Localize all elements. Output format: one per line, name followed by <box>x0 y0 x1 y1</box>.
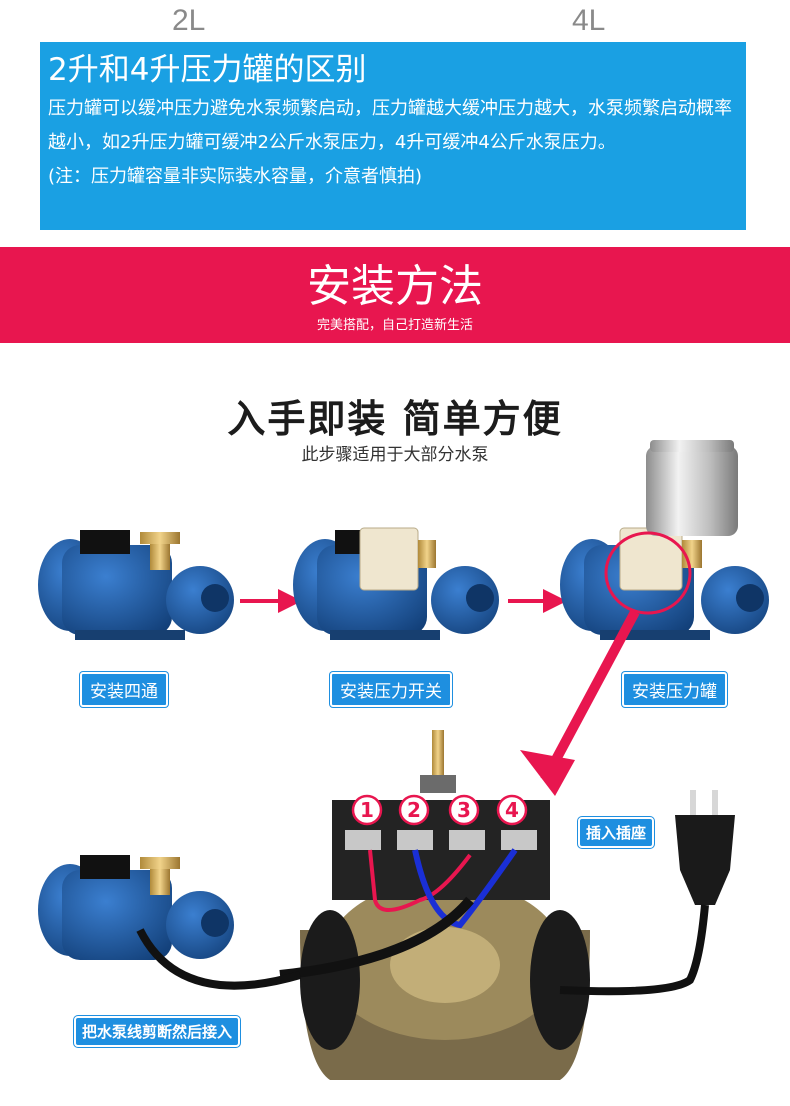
pump-with-switch-icon <box>293 527 499 640</box>
tank-difference-panel: 2升和4升压力罐的区别 压力罐可以缓冲压力避免水泵频繁启动，压力罐越大缓冲压力越… <box>40 42 746 230</box>
pressure-switch-detail <box>279 730 590 1080</box>
step-label-install-switch: 安装压力开关 <box>330 672 452 707</box>
subheadline: 此步骤适用于大部分水泵 <box>301 445 489 465</box>
headline: 入手即装 简单方便 <box>227 397 563 441</box>
terminal-4-badge <box>496 794 528 826</box>
terminal-labels: 1 2 3 4 <box>351 794 528 826</box>
step-label-install-tank: 安装压力罐 <box>622 672 727 707</box>
panel-title: 2升和4升压力罐的区别 <box>48 52 367 88</box>
terminal-2-label: 2 <box>407 798 421 822</box>
size-label-4l: 4L <box>572 4 606 37</box>
pump-with-fitting-icon <box>38 530 234 640</box>
pump-with-tank-icon <box>560 440 769 640</box>
cut-wire-callout: 把水泵线剪断然后接入 <box>74 1016 241 1047</box>
pump-wired-icon <box>38 855 302 990</box>
panel-body: 压力罐可以缓冲压力避免水泵频繁启动，压力罐越大缓冲压力越大，水泵频繁启动概率越小… <box>48 98 732 153</box>
terminal-4-label: 4 <box>505 798 519 822</box>
terminal-2-badge <box>398 794 430 826</box>
banner-title: 安装方法 <box>307 261 483 312</box>
panel-note: (注：压力罐容量非实际装水容量，介意者慎拍) <box>48 166 423 187</box>
terminal-3-label: 3 <box>457 798 471 822</box>
terminal-1-badge <box>351 794 383 826</box>
power-plug-icon <box>559 790 735 996</box>
plug-in-callout: 插入插座 <box>578 817 655 848</box>
zoom-arrow <box>540 609 640 783</box>
step-label-install-fitting: 安装四通 <box>80 672 168 707</box>
banner-subtitle: 完美搭配，自己打造新生活 <box>316 318 473 333</box>
terminal-1-label: 1 <box>360 798 374 822</box>
size-label-2l: 2L <box>172 4 206 37</box>
terminal-3-badge <box>448 794 480 826</box>
install-banner: 安装方法 完美搭配，自己打造新生活 <box>0 247 790 343</box>
